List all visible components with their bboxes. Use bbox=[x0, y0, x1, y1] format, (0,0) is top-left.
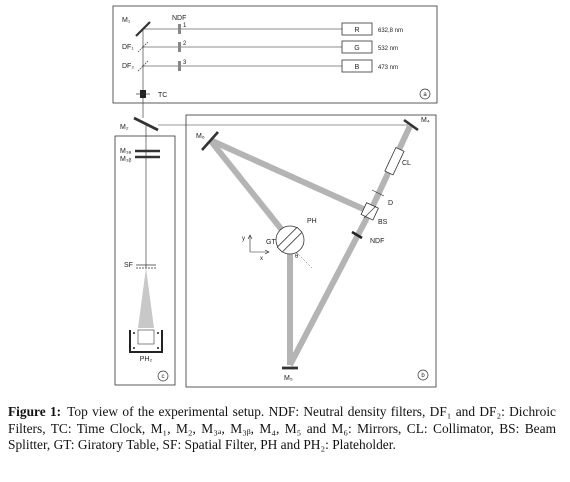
y-axis-label: y bbox=[242, 236, 245, 242]
m1-label: M₁ bbox=[122, 17, 131, 24]
ndf-top-label: NDF bbox=[172, 15, 186, 22]
beam-m6-to-ph bbox=[207, 138, 293, 242]
ph2-label: PH₂ bbox=[140, 356, 153, 363]
panel-a-letter: a bbox=[423, 92, 427, 98]
tc-label: TC bbox=[158, 92, 167, 99]
ph2-screw bbox=[133, 347, 135, 349]
y-axis-arrowhead bbox=[247, 234, 253, 240]
beam-splitter-diagonal bbox=[363, 205, 377, 219]
beam-bs-to-m5 bbox=[287, 210, 373, 367]
panel-c-badge bbox=[157, 370, 169, 382]
df1-label: DF₁ bbox=[122, 44, 134, 51]
d-label: D bbox=[388, 200, 393, 207]
panel-b-badge bbox=[417, 369, 429, 381]
mirror-m4 bbox=[403, 118, 419, 132]
mirror-m2 bbox=[133, 116, 159, 132]
x-axis-label: x bbox=[260, 256, 263, 262]
ph-label: PH bbox=[307, 218, 317, 225]
m6-label: M₆ bbox=[196, 133, 205, 140]
beam-splitter bbox=[360, 202, 379, 221]
figure-caption: Figure 1:Top view of the experimental se… bbox=[8, 404, 556, 454]
m5-label: M₅ bbox=[284, 375, 293, 382]
ph2-screw bbox=[157, 332, 159, 334]
laser-wavelength-blue: 473 nm bbox=[378, 65, 398, 71]
x-axis-arrowhead bbox=[264, 249, 270, 255]
laser-name-red: R bbox=[354, 27, 359, 34]
panel-a-frame bbox=[112, 5, 438, 104]
ph2-screw bbox=[157, 347, 159, 349]
rotation-reference-line bbox=[295, 251, 313, 269]
m3a-label: M₃ₐ bbox=[120, 148, 132, 155]
gt-label: GT bbox=[266, 239, 276, 246]
laser-name-green: G bbox=[354, 45, 359, 52]
nd-filter-index-2: 2 bbox=[183, 41, 187, 47]
panel-b-letter: b bbox=[421, 373, 425, 379]
laser-box-blue bbox=[341, 59, 373, 73]
mirror-m6 bbox=[201, 131, 219, 151]
nd-filter-right bbox=[351, 230, 363, 240]
m4-label: M₄ bbox=[421, 117, 430, 124]
laser-box-green bbox=[341, 40, 373, 54]
df2-label: DF₂ bbox=[122, 63, 134, 70]
m2-label: M₂ bbox=[120, 124, 129, 131]
sf-label: SF bbox=[124, 262, 133, 269]
panel-a-badge bbox=[419, 88, 431, 100]
caption-title: Figure 1: bbox=[8, 404, 62, 419]
ph2-screw bbox=[133, 332, 135, 334]
beam-diameter-marker bbox=[371, 189, 385, 197]
collimator bbox=[384, 146, 405, 176]
laser-wavelength-red: 632,8 nm bbox=[378, 28, 403, 34]
nd-filter-2 bbox=[178, 42, 181, 52]
nd-filter-index-3: 3 bbox=[183, 60, 187, 66]
bs-label: BS bbox=[378, 219, 388, 226]
m3b-label: M₃ᵦ bbox=[120, 156, 132, 163]
ph2-plate bbox=[137, 329, 155, 345]
panel-b-frame bbox=[185, 114, 437, 388]
laser-name-blue: B bbox=[355, 64, 360, 71]
panel-c-letter: c bbox=[162, 374, 165, 380]
laser-box-red bbox=[341, 22, 373, 36]
nd-filter-index-1: 1 bbox=[183, 23, 187, 29]
mirror-m1 bbox=[135, 21, 151, 37]
nd-filter-1 bbox=[178, 24, 181, 34]
cl-label: CL bbox=[402, 160, 411, 167]
theta-label: θ bbox=[295, 254, 299, 260]
setup-diagram: R G B 632,8 nm 532 nm 473 nm NDF 1 2 3 M… bbox=[112, 5, 438, 388]
laser-wavelength-green: 532 nm bbox=[378, 46, 398, 52]
nd-filter-3 bbox=[178, 61, 181, 71]
plateholder-ph2 bbox=[129, 330, 163, 353]
caption-text: Top view of the experimental setup. NDF:… bbox=[8, 404, 556, 452]
ndf-right-label: NDF bbox=[370, 238, 384, 245]
plateholder-ph bbox=[276, 226, 303, 253]
expanded-beam-cone bbox=[138, 268, 154, 328]
panel-c-frame bbox=[114, 135, 176, 386]
beam-bs-to-m6 bbox=[208, 137, 372, 215]
